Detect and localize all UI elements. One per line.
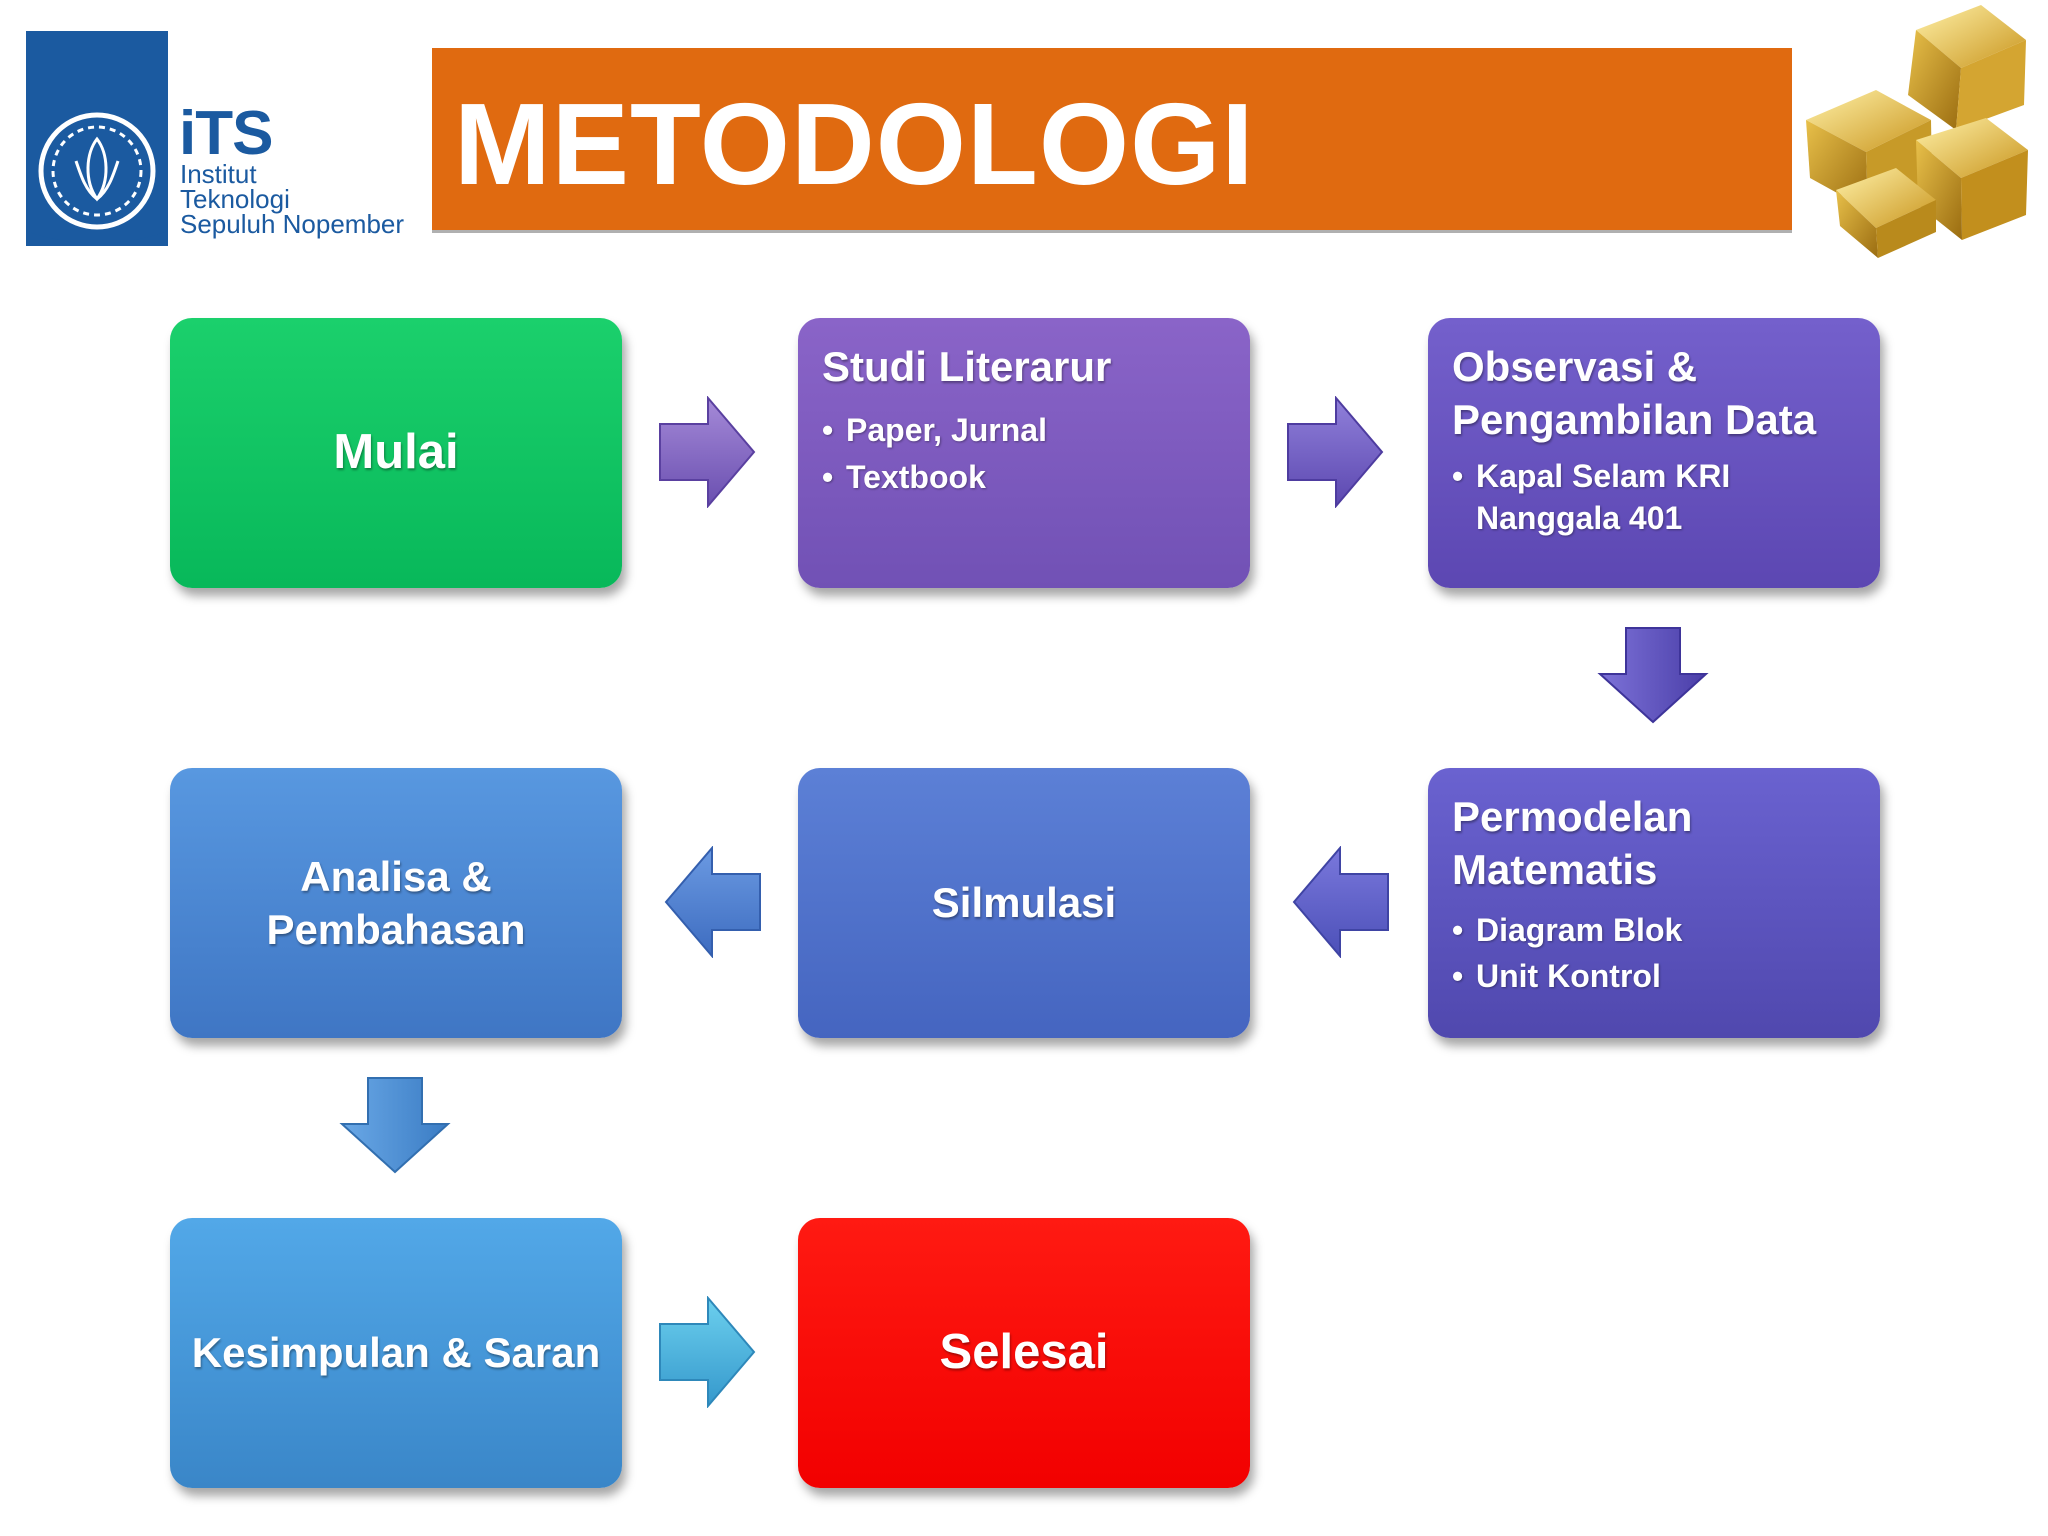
arrow-right-icon <box>659 1296 756 1408</box>
step-analisa-label-1: Analisa & <box>300 852 492 900</box>
gold-cubes-icon <box>1806 5 2028 258</box>
logo-line-1: Institut <box>180 159 257 189</box>
step-studi-literatur: Studi Literarur Paper, Jurnal Textbook <box>798 318 1250 588</box>
step-studi-list: Paper, Jurnal Textbook <box>822 407 1226 500</box>
step-selesai: Selesai <box>798 1218 1250 1488</box>
step-mulai: Mulai <box>170 318 622 588</box>
logo-abbr: iTS <box>179 99 273 168</box>
its-emblem-icon <box>26 31 168 246</box>
page-title: METODOLOGI <box>454 79 1255 209</box>
step-simulasi-label: Silmulasi <box>931 879 1117 927</box>
step-observasi-title-2: Pengambilan Data <box>1452 396 1817 444</box>
step-kesimpulan-label: Kesimpulan & Saran <box>191 1329 601 1377</box>
arrow-left-icon <box>1292 846 1389 958</box>
list-item: Kapal Selam KRI Nanggala 401 <box>1452 455 1742 539</box>
step-permodelan: Permodelan Matematis Diagram Blok Unit K… <box>1428 768 1880 1038</box>
logo-line-3: Sepuluh Nopember <box>180 209 405 239</box>
step-simulasi: Silmulasi <box>798 768 1250 1038</box>
list-item: Paper, Jurnal <box>822 407 1226 454</box>
list-item: Diagram Blok <box>1452 907 1856 954</box>
step-analisa: Analisa & Pembahasan <box>170 768 622 1038</box>
step-permodelan-list: Diagram Blok Unit Kontrol <box>1452 907 1856 1000</box>
arrow-right-icon <box>659 396 756 508</box>
step-observasi-list: Kapal Selam KRI Nanggala 401 <box>1452 455 1742 539</box>
step-selesai-label: Selesai <box>939 1325 1109 1380</box>
step-analisa-label-2: Pembahasan <box>266 906 526 953</box>
list-item: Unit Kontrol <box>1452 953 1856 1000</box>
step-mulai-label: Mulai <box>333 425 459 480</box>
step-permodelan-title-1: Permodelan <box>1452 793 1693 840</box>
step-kesimpulan: Kesimpulan & Saran <box>170 1218 622 1488</box>
arrow-down-icon <box>1597 627 1709 724</box>
title-bar: METODOLOGI <box>432 48 1792 233</box>
step-permodelan-title-2: Matematis <box>1452 846 1658 894</box>
logo-line-2: Teknologi <box>180 184 290 214</box>
step-observasi-title-1: Observasi & <box>1452 343 1698 390</box>
its-logo: iTS Institut Teknologi Sepuluh Nopember <box>26 31 406 246</box>
list-item: Textbook <box>822 454 1226 501</box>
arrow-left-icon <box>664 846 761 958</box>
arrow-right-icon <box>1287 396 1384 508</box>
step-observasi: Observasi & Pengambilan Data Kapal Selam… <box>1428 318 1880 588</box>
step-studi-title: Studi Literarur <box>822 343 1112 390</box>
arrow-down-icon <box>339 1077 451 1174</box>
